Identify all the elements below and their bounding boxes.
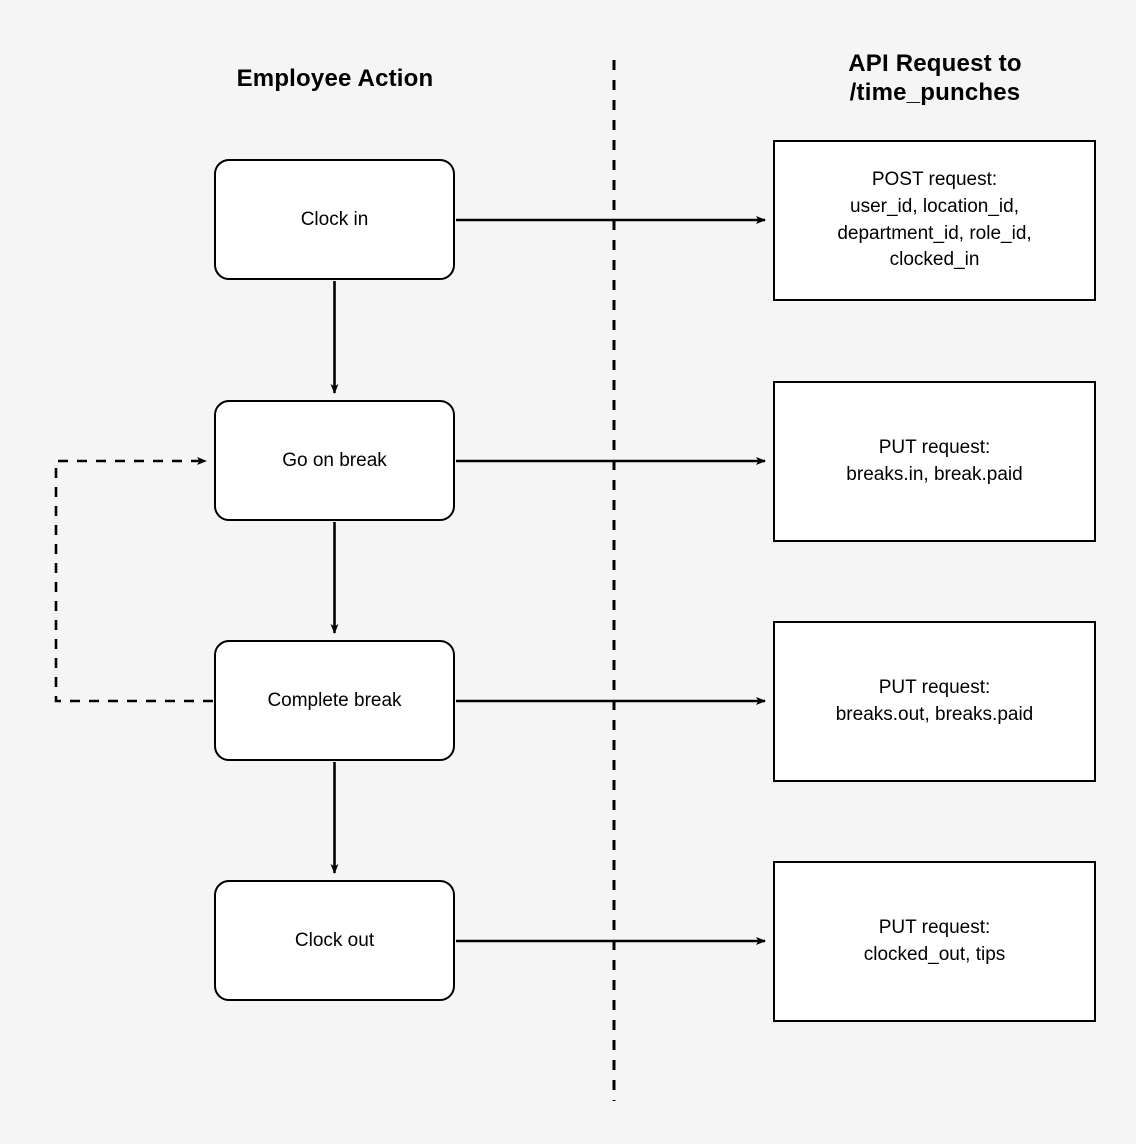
api-put-break-in-method: PUT request: <box>878 436 991 458</box>
action-box-clock-out[interactable]: Clock out <box>214 880 455 1001</box>
api-post-clock-in-method: POST request: <box>871 168 998 190</box>
api-box-put-clock-out-text: PUT request: clocked_out, tips <box>864 915 1006 969</box>
api-put-break-in-params-line-1: breaks.in, break.paid <box>846 463 1023 485</box>
action-box-clock-in-label: Clock in <box>300 208 369 230</box>
api-post-clock-in-params-line-1: user_id, location_id, <box>850 195 1019 217</box>
column-header-api-line-1: API Request to <box>848 50 1022 77</box>
api-post-clock-in-params-line-2: department_id, role_id, <box>837 222 1032 244</box>
column-header-api-request: API Request to /time_punches <box>774 49 1096 108</box>
api-post-clock-in-params-line-3: clocked_in <box>889 249 980 271</box>
api-box-post-clock-in-text: POST request: user_id, location_id, depa… <box>837 167 1031 275</box>
api-box-put-break-out-text: PUT request: breaks.out, breaks.paid <box>836 675 1034 729</box>
action-box-complete-break[interactable]: Complete break <box>214 640 455 761</box>
api-put-clock-out-method: PUT request: <box>878 916 991 938</box>
action-box-go-on-break[interactable]: Go on break <box>214 400 455 521</box>
action-box-go-on-break-label: Go on break <box>282 449 387 471</box>
api-box-put-clock-out[interactable]: PUT request: clocked_out, tips <box>773 861 1096 1022</box>
api-box-post-clock-in[interactable]: POST request: user_id, location_id, depa… <box>773 140 1096 301</box>
api-box-put-break-in[interactable]: PUT request: breaks.in, break.paid <box>773 381 1096 542</box>
action-box-clock-out-label: Clock out <box>294 929 375 951</box>
api-put-clock-out-params-line-1: clocked_out, tips <box>863 943 1006 965</box>
action-box-clock-in[interactable]: Clock in <box>214 159 455 280</box>
action-box-complete-break-label: Complete break <box>267 689 402 711</box>
api-box-put-break-in-text: PUT request: breaks.in, break.paid <box>846 435 1022 489</box>
column-header-api-line-2: /time_punches <box>849 79 1021 107</box>
column-header-employee-action: Employee Action <box>236 65 434 92</box>
api-put-break-out-method: PUT request: <box>878 676 991 698</box>
api-box-put-break-out[interactable]: PUT request: breaks.out, breaks.paid <box>773 621 1096 782</box>
api-put-break-out-params-line-1: breaks.out, breaks.paid <box>835 703 1034 725</box>
feedback-loop-dashed-arrow <box>54 457 213 703</box>
